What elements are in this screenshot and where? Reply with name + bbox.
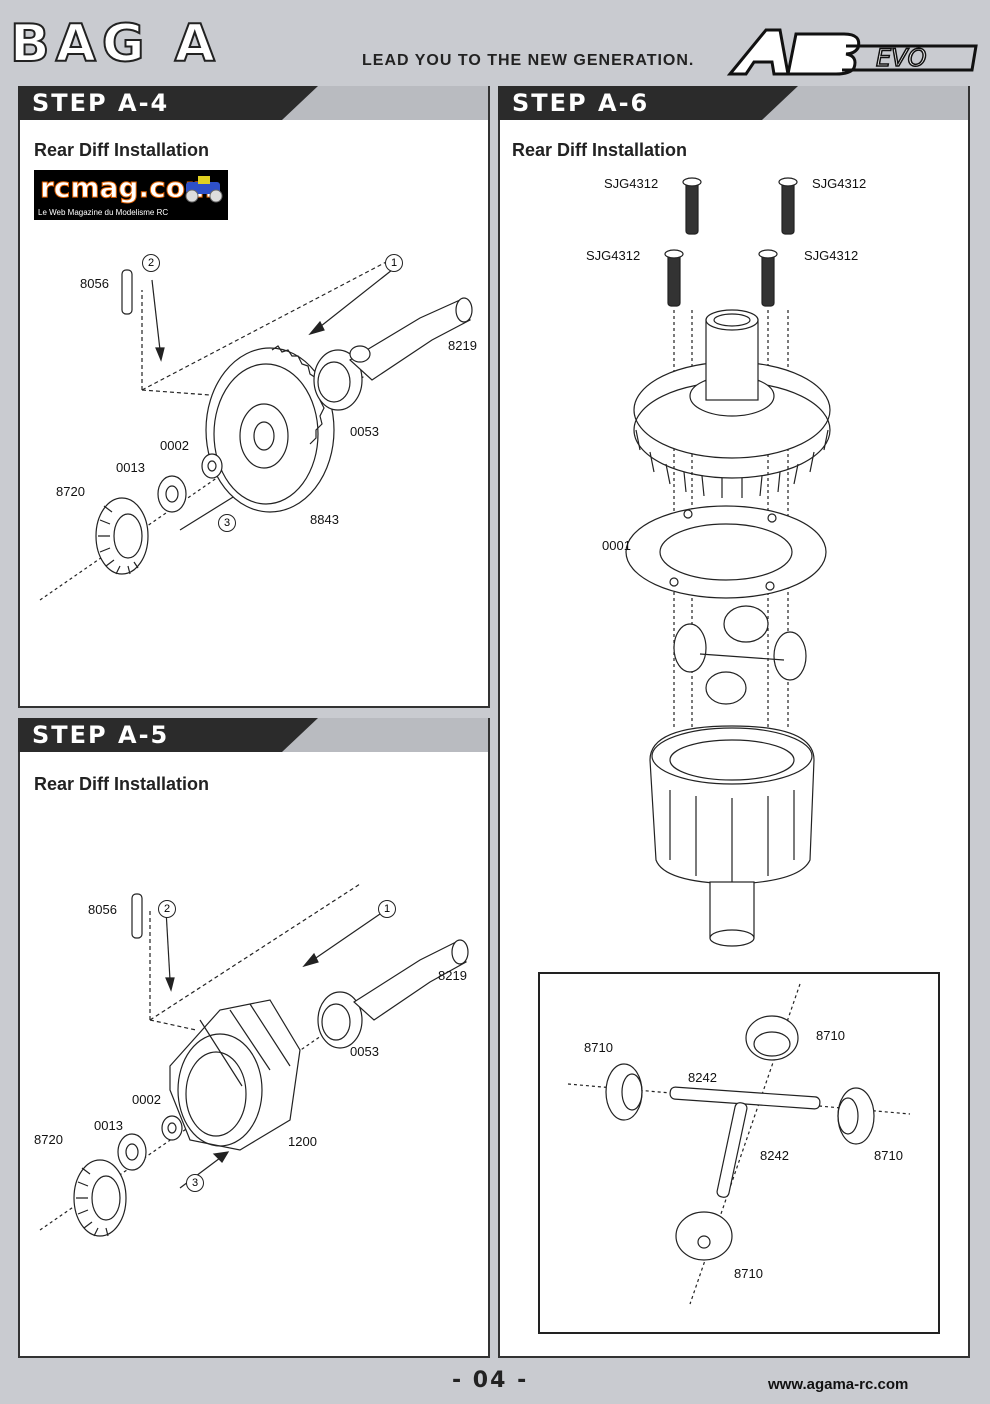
step-a5-subtitle: Rear Diff Installation <box>34 774 210 794</box>
part-0002: 0002 <box>160 438 189 453</box>
screw-label-3: SJG4312 <box>586 248 641 263</box>
step-a4-marker-1: 1 <box>385 254 403 272</box>
step-a5-title: STEP A-5 <box>18 718 318 752</box>
inset-shaft-horizontal: 8242 <box>688 1070 717 1085</box>
car-icon <box>182 174 226 204</box>
step-a4-drawing: 8056 2 1 8219 0053 0002 0013 8720 8843 3 <box>20 230 488 640</box>
part-0013: 0013 <box>94 1118 123 1133</box>
step-a4-title: STEP A-4 <box>18 86 318 120</box>
step-a5-marker-3: 3 <box>186 1174 204 1192</box>
gasket-label: 0001 <box>602 538 631 553</box>
part-8720: 8720 <box>56 484 85 499</box>
page-number: - 04 - <box>452 1368 529 1393</box>
part-0053: 0053 <box>350 1044 379 1059</box>
inset-gear-top: 8710 <box>816 1028 845 1043</box>
step-a5-tab-bg <box>280 718 488 752</box>
part-8219: 8219 <box>448 338 477 353</box>
screw-label-1: SJG4312 <box>604 176 659 191</box>
inset-shaft-vertical: 8242 <box>760 1148 789 1163</box>
rcmag-title: rcmag.com <box>39 171 215 205</box>
rcmag-watermark: rcmag.com Le Web Magazine du Modelisme R… <box>32 168 230 222</box>
part-0013: 0013 <box>116 460 145 475</box>
step-a6-title: STEP A-6 <box>498 86 798 120</box>
part-0002: 0002 <box>132 1092 161 1107</box>
step-a4-tab-bg <box>280 86 488 120</box>
screw-label-4: SJG4312 <box>804 248 859 263</box>
spider-gear-inset: 8710 8710 8710 8710 8242 8242 <box>538 972 940 1334</box>
part-8056: 8056 <box>88 902 117 917</box>
step-a5-drawing: 8056 2 1 8219 0053 0002 0013 1200 8720 3 <box>20 870 488 1290</box>
svg-text:EVO: EVO <box>876 44 926 72</box>
rcmag-subtitle: Le Web Magazine du Modelisme RC <box>38 208 169 217</box>
step-a6-tab-bg <box>760 86 968 120</box>
inset-gear-right: 8710 <box>874 1148 903 1163</box>
bag-title: BAG A <box>9 13 221 75</box>
step-a4-marker-3: 3 <box>218 514 236 532</box>
screw-label-2: SJG4312 <box>812 176 867 191</box>
step-a5-marker-1: 1 <box>378 900 396 918</box>
website-url[interactable]: www.agama-rc.com <box>768 1376 909 1393</box>
step-a4-marker-2: 2 <box>142 254 160 272</box>
part-0053: 0053 <box>350 424 379 439</box>
step-a5-marker-2: 2 <box>158 900 176 918</box>
step-a4-subtitle: Rear Diff Installation <box>34 140 210 160</box>
inset-gear-bottom: 8710 <box>734 1266 763 1281</box>
inset-gear-left: 8710 <box>584 1040 613 1055</box>
part-8720: 8720 <box>34 1132 63 1147</box>
part-8219: 8219 <box>438 968 467 983</box>
part-1200: 1200 <box>288 1134 317 1149</box>
part-8056: 8056 <box>80 276 109 291</box>
tagline: LEAD YOU TO THE NEW GENERATION. <box>362 52 695 69</box>
brand-logo: EVO <box>726 26 978 78</box>
step-a6-drawing: SJG4312 SJG4312 SJG4312 SJG4312 0001 <box>500 170 968 970</box>
part-8843: 8843 <box>310 512 339 527</box>
step-a6-subtitle: Rear Diff Installation <box>512 140 688 160</box>
